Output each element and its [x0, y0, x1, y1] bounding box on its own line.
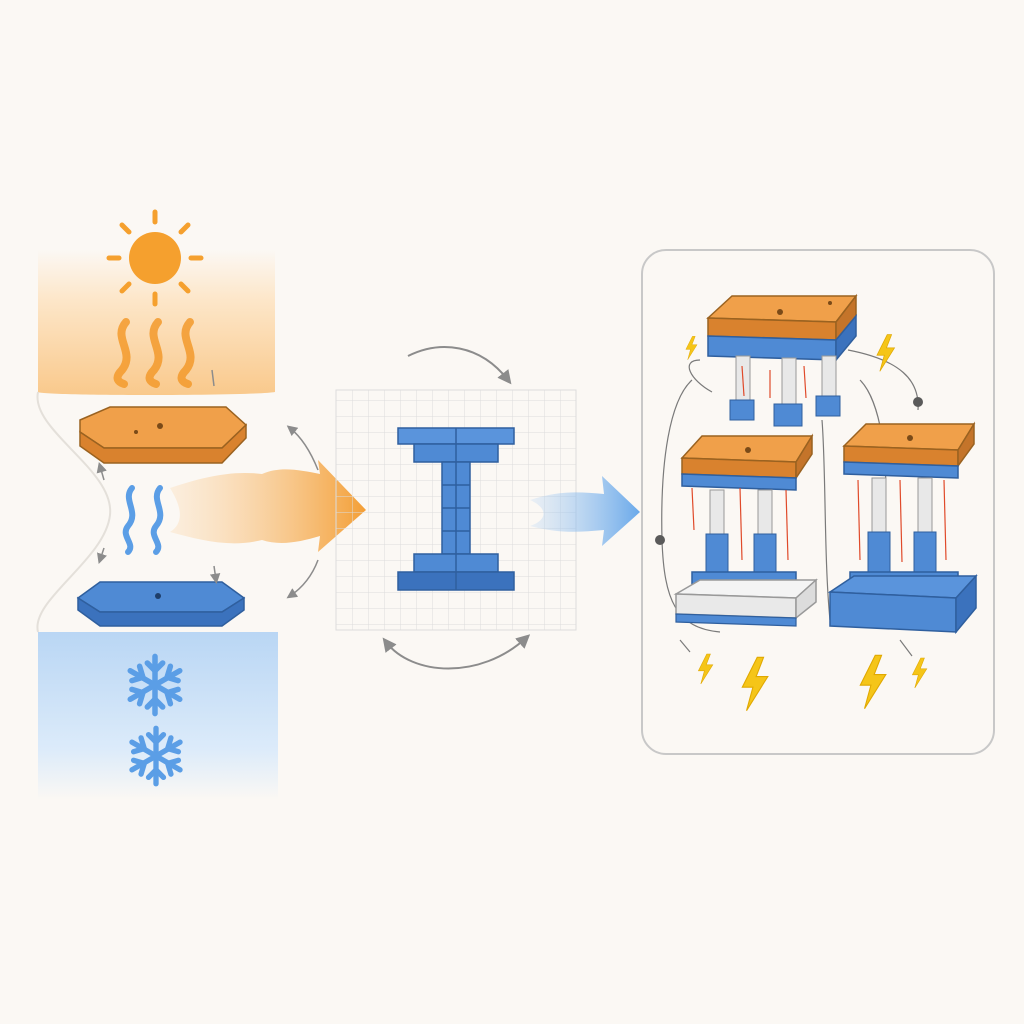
- cold-zone: [38, 632, 278, 800]
- sun-icon: [106, 209, 204, 307]
- lightning-icon: [685, 336, 698, 360]
- output-flow-arrow: [530, 476, 640, 546]
- module-right: [827, 421, 978, 635]
- wire-node: [913, 397, 923, 407]
- hot-plate: [79, 406, 248, 464]
- module-left: [673, 433, 818, 627]
- cold-wave-icon: [122, 485, 164, 555]
- lightning-icon: [741, 656, 769, 712]
- i-beam: [397, 427, 515, 591]
- wire-node: [655, 535, 665, 545]
- heat-wave-icon: [113, 318, 195, 388]
- lightning-icon: [876, 334, 895, 372]
- zone-outline: [36, 391, 112, 633]
- connector-arrows: [96, 369, 319, 599]
- temperature-gradient-stage: [36, 209, 366, 800]
- heat-flow-arrow: [170, 460, 366, 552]
- i-beam-stage: [335, 346, 640, 670]
- generator-modules-panel: [641, 249, 995, 755]
- cycle-arrows: [382, 346, 531, 670]
- lightning-icon: [698, 653, 714, 685]
- lightning-icon: [912, 657, 928, 689]
- panel-frame: [641, 249, 995, 755]
- module-top: [706, 293, 858, 427]
- cold-plate: [76, 581, 246, 627]
- lightning-icon: [859, 654, 887, 710]
